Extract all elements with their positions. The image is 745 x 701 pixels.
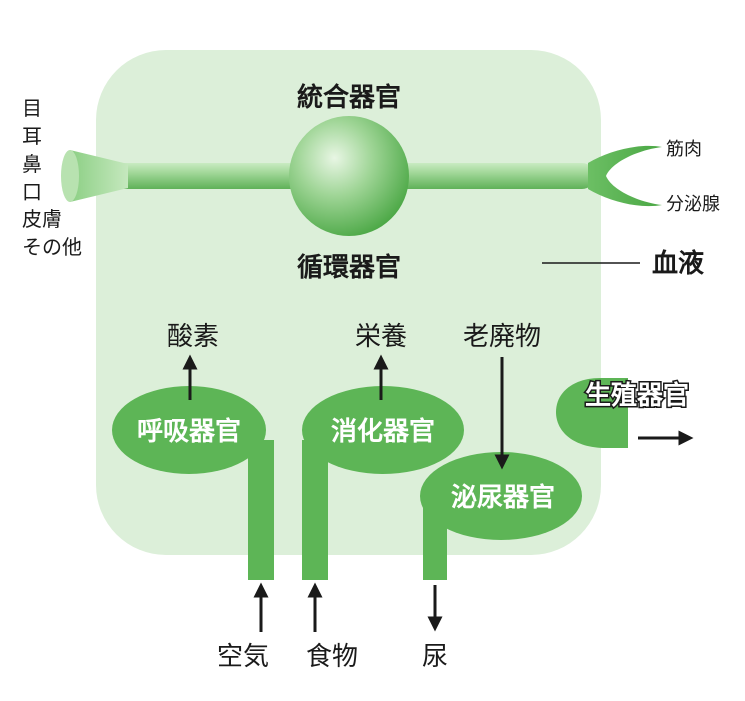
urine-label: 尿 [422, 642, 448, 672]
sense-label-other: その他 [22, 235, 82, 259]
sense-label-nose: 鼻 [22, 152, 42, 176]
sensory-cone-face [61, 150, 79, 202]
waste-label: 老廃物 [463, 322, 541, 352]
integration-organ-label: 統合器官 [297, 82, 401, 113]
sensory-receptor-cone [70, 150, 128, 202]
food-label: 食物 [306, 642, 358, 672]
sense-label-ear: 耳 [22, 124, 42, 148]
respiratory-organ [112, 386, 266, 474]
excretory-organ-label: 泌尿器官 [451, 482, 555, 513]
sense-label-eye: 目 [22, 96, 42, 120]
digestive-tube [302, 440, 328, 580]
sense-label-skin: 皮膚 [22, 207, 62, 231]
digestive-organ [302, 386, 464, 474]
excretory-tube [423, 505, 447, 580]
respiratory-tube [248, 440, 274, 580]
respiratory-organ-label: 呼吸器官 [137, 416, 241, 447]
gland-label: 分泌腺 [666, 194, 720, 215]
air-label: 空気 [217, 642, 269, 672]
reproductive-organ-label: 生殖器官 [585, 380, 689, 411]
muscle-label: 筋肉 [666, 139, 702, 160]
sense-label-mouth: 口 [22, 180, 42, 204]
oxygen-label: 酸素 [167, 322, 219, 352]
integration-sphere [289, 116, 409, 236]
excretory-organ [420, 452, 582, 540]
reproductive-organ [556, 378, 628, 448]
blood-label: 血液 [652, 249, 704, 279]
digestive-organ-label: 消化器官 [331, 416, 435, 447]
nutrients-label: 栄養 [355, 322, 407, 352]
effector-hook [588, 145, 662, 207]
circulatory-organ-label: 循環器官 [297, 252, 401, 283]
